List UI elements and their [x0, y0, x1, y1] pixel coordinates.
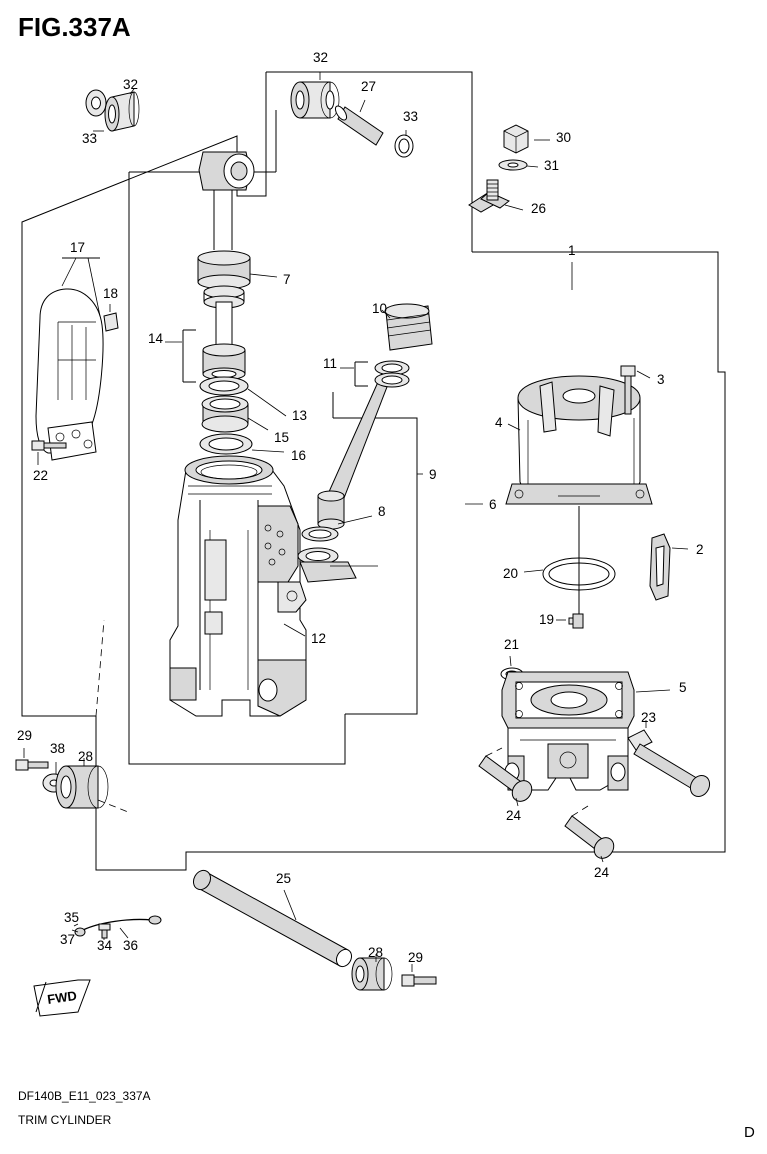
callout-18: 18 [103, 286, 119, 301]
callout-19: 19 [539, 612, 555, 627]
callout-23: 23 [641, 710, 657, 725]
callout-2: 2 [696, 542, 704, 557]
callout-5: 5 [679, 680, 687, 695]
callout-1: 1 [568, 243, 576, 258]
callout-27: 27 [361, 79, 377, 94]
callout-32-top: 32 [313, 50, 329, 65]
callout-15: 15 [274, 430, 290, 445]
callout-26: 26 [531, 201, 547, 216]
callout-25: 25 [276, 871, 292, 886]
callout-12: 12 [311, 631, 327, 646]
callout-28-left: 28 [78, 749, 94, 764]
callout-13: 13 [292, 408, 308, 423]
callout-24-lower: 24 [594, 865, 610, 880]
callout-17: 17 [70, 240, 86, 255]
callout-9: 9 [429, 467, 437, 482]
callout-37: 37 [60, 932, 76, 947]
callout-20: 20 [503, 566, 519, 581]
callout-4: 4 [495, 415, 503, 430]
callout-33-left: 33 [82, 131, 98, 146]
callout-36: 36 [123, 938, 139, 953]
callout-38: 38 [50, 741, 66, 756]
callout-32-left: 32 [123, 77, 139, 92]
callout-11: 11 [323, 356, 338, 371]
svg-text:FWD: FWD [46, 988, 77, 1007]
callout-30: 30 [556, 130, 572, 145]
callout-3: 3 [657, 372, 665, 387]
callout-24-upper: 24 [506, 808, 522, 823]
callout-16: 16 [291, 448, 307, 463]
callout-7: 7 [283, 272, 291, 287]
callout-22: 22 [33, 468, 49, 483]
callout-29-left: 29 [17, 728, 33, 743]
callout-6: 6 [489, 497, 497, 512]
callout-31: 31 [544, 158, 560, 173]
callout-10: 10 [372, 301, 388, 316]
callout-29-bottom: 29 [408, 950, 424, 965]
page-marker: D [744, 1124, 755, 1141]
callout-28-bottom: 28 [368, 945, 384, 960]
callout-34: 34 [97, 938, 113, 953]
callout-21: 21 [504, 637, 520, 652]
figure-caption: TRIM CYLINDER [18, 1113, 112, 1127]
callout-35: 35 [64, 910, 80, 925]
page-title: FIG.337A [18, 12, 131, 42]
figure-code: DF140B_E11_023_337A [18, 1089, 151, 1103]
callout-33-top: 33 [403, 109, 419, 124]
callout-8: 8 [378, 504, 386, 519]
callout-14: 14 [148, 331, 164, 346]
